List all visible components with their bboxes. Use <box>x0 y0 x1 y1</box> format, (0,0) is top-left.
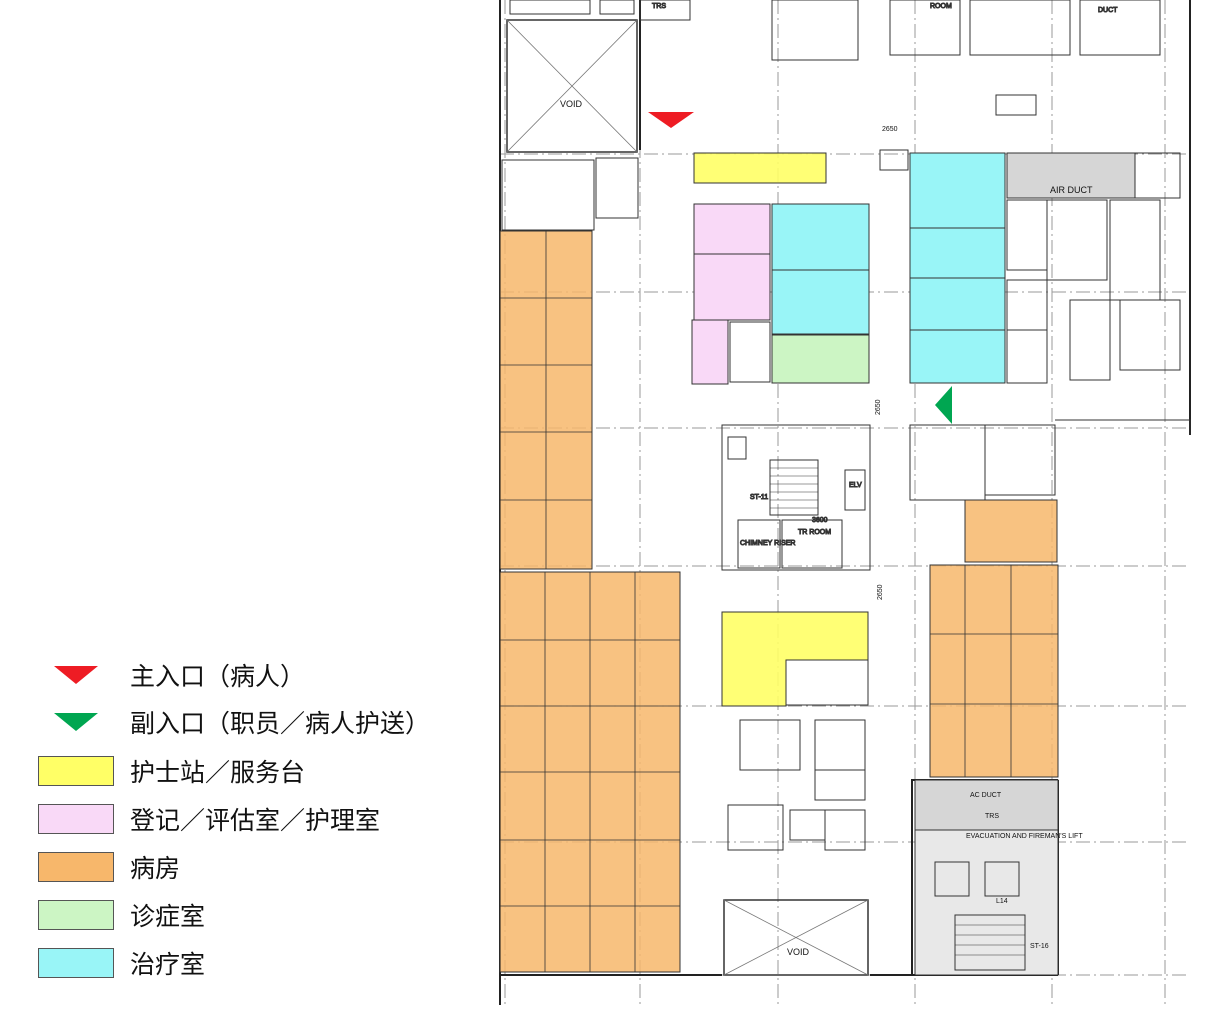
ward-right-block <box>929 564 1059 778</box>
evacuation-lift-label: EVACUATION AND FIREMAN'S LIFT <box>966 833 1083 840</box>
legend-label-treatment: 治疗室 <box>130 950 206 979</box>
service-room-left <box>501 157 639 231</box>
consult-room <box>771 334 870 384</box>
registration-rooms <box>691 203 771 385</box>
st11-label: ST-11 <box>750 494 768 501</box>
air-duct-label: AIR DUCT <box>1050 185 1093 195</box>
top-rooms: ROOM DUCT TRS <box>509 0 1161 171</box>
legend-item-consult: 诊症室 <box>38 898 205 932</box>
tr-room-label: TR ROOM <box>798 529 831 536</box>
legend-label-ward: 病房 <box>130 854 181 883</box>
duct-label: DUCT <box>1098 7 1118 14</box>
dim-3600: 3600 <box>812 517 828 524</box>
elv-label: ELV <box>849 482 862 489</box>
ward-swatch <box>38 852 114 882</box>
service-core-right: AC DUCT TRS EVACUATION AND FIREMAN'S LIF… <box>914 779 1083 976</box>
chimney-riser-label: CHIMNEY RISER <box>740 540 796 547</box>
dimension-labels: 2650 2650 2650 <box>875 126 898 600</box>
ward-left-strip <box>499 230 593 570</box>
dim-2650-mid: 2650 <box>875 399 882 415</box>
legend-label-side-entrance: 副入口（职员／病人护送） <box>130 709 431 738</box>
trs-label: TRS <box>985 813 999 820</box>
void-bottom-label: VOID <box>787 947 810 957</box>
legend-item-side-entrance: 副入口（职员／病人护送） <box>38 705 430 739</box>
ward-right-small <box>964 499 1058 563</box>
trs-label-top: TRS <box>652 3 666 10</box>
side-entrance-triangle-icon <box>38 707 114 737</box>
dim-2650-top: 2650 <box>882 126 898 133</box>
nurse-station-lower <box>721 611 869 707</box>
ward-left-block <box>499 571 681 973</box>
stair-core-center: ST-11 ELV CHIMNEY RISER TR ROOM 3600 <box>721 424 871 571</box>
legend-item-treatment: 治疗室 <box>38 946 205 980</box>
ac-duct-label: AC DUCT <box>970 792 1002 799</box>
side-entrance-marker <box>935 386 952 424</box>
center-lower-rooms <box>727 659 869 851</box>
void-top-label: VOID <box>560 99 583 109</box>
utility-room-small <box>729 321 771 383</box>
main-entrance-marker <box>648 112 694 128</box>
treatment-rooms-right <box>909 152 1006 384</box>
l14-label: L14 <box>996 898 1008 905</box>
consult-swatch <box>38 900 114 930</box>
void-bottom: VOID <box>723 899 869 976</box>
right-mid-rooms <box>909 419 1191 501</box>
legend-label-main-entrance: 主入口（病人） <box>130 662 306 691</box>
treatment-rooms-middle <box>771 203 870 335</box>
treatment-swatch <box>38 948 114 978</box>
nurse-station-top <box>693 152 827 184</box>
room-label: ROOM <box>930 3 952 10</box>
legend-label-nurse-station: 护士站／服务台 <box>130 758 306 787</box>
main-entrance-triangle-icon <box>38 660 114 690</box>
st16-label: ST-16 <box>1030 943 1049 950</box>
void-top: VOID <box>506 19 638 153</box>
dim-2650-low: 2650 <box>877 584 884 600</box>
legend-label-registration: 登记／评估室／护理室 <box>130 806 381 835</box>
legend-item-nurse-station: 护士站／服务台 <box>38 754 305 788</box>
legend-item-main-entrance: 主入口（病人） <box>38 658 305 692</box>
registration-swatch <box>38 804 114 834</box>
legend-item-registration: 登记／评估室／护理室 <box>38 802 380 836</box>
nurse-station-swatch <box>38 756 114 786</box>
legend-item-ward: 病房 <box>38 850 180 884</box>
legend-label-consult: 诊症室 <box>130 902 206 931</box>
service-block-right: AIR DUCT <box>1006 152 1181 384</box>
